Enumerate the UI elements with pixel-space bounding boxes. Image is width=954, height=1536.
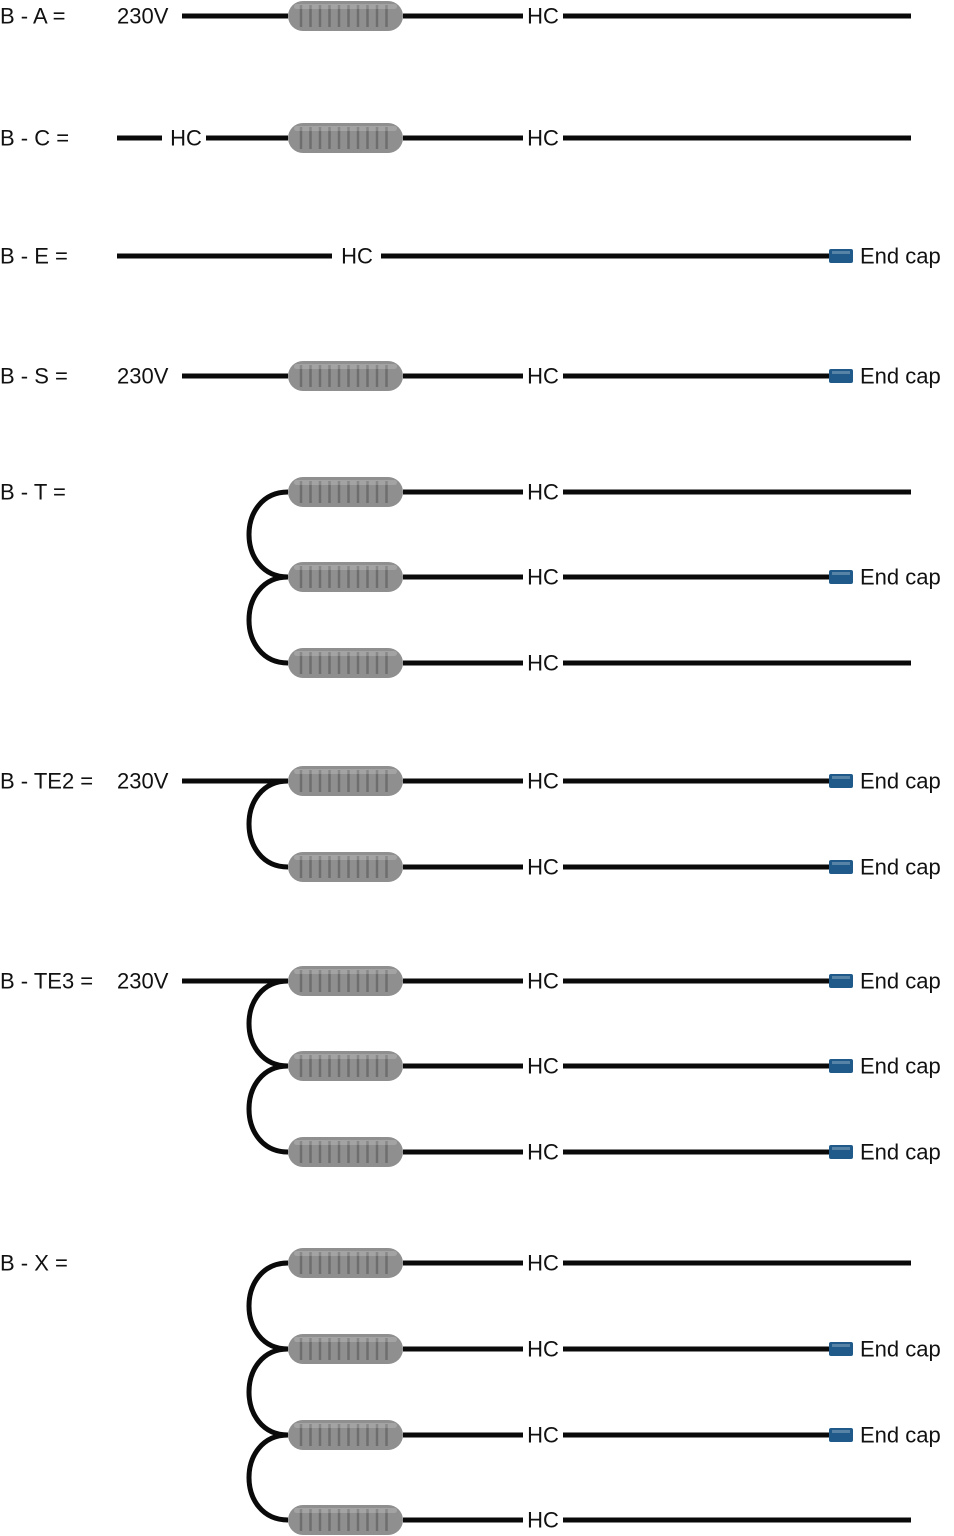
end-cap-icon — [829, 1428, 853, 1442]
hc-label: HC — [527, 1423, 559, 1448]
splice-connector-icon — [288, 1, 403, 31]
loop-wire — [246, 1063, 289, 1155]
hc-label: HC — [527, 1508, 559, 1533]
configuration-name: B - X = — [0, 1251, 68, 1276]
loop-wire — [246, 1346, 289, 1438]
hc-label: HC — [527, 651, 559, 676]
hc-label: HC — [527, 565, 559, 590]
splice-connector-icon — [288, 1334, 403, 1364]
splice-connector-icon — [288, 477, 403, 507]
configuration-name: B - T = — [0, 480, 66, 505]
hc-label: HC — [527, 1140, 559, 1165]
hc-label: HC — [527, 1251, 559, 1276]
configuration-name: B - S = — [0, 364, 68, 389]
configuration-row: B - C = HC HC — [0, 123, 911, 153]
end-cap-icon — [829, 249, 853, 263]
voltage-label: 230V — [117, 4, 169, 29]
hc-label: HC — [527, 1337, 559, 1362]
configuration-name: B - TE2 = — [0, 769, 93, 794]
splice-connector-icon — [288, 966, 403, 996]
end-cap-label: End cap — [860, 769, 941, 794]
end-cap-icon — [829, 369, 853, 383]
configuration-name: B - C = — [0, 126, 69, 151]
loop-wire — [246, 1432, 289, 1523]
end-cap-icon — [829, 570, 853, 584]
voltage-label: 230V — [117, 769, 169, 794]
splice-connector-icon — [288, 1505, 403, 1535]
configuration-name: B - E = — [0, 244, 68, 269]
hc-label: HC — [527, 4, 559, 29]
end-cap-icon — [829, 1342, 853, 1356]
hc-label: HC — [527, 855, 559, 880]
splice-connector-icon — [288, 766, 403, 796]
end-cap-label: End cap — [860, 244, 941, 269]
loop-wire — [246, 778, 289, 870]
end-cap-label: End cap — [860, 565, 941, 590]
hc-label: HC — [527, 1054, 559, 1079]
end-cap-icon — [829, 1059, 853, 1073]
splice-connector-icon — [288, 1051, 403, 1081]
end-cap-icon — [829, 974, 853, 988]
end-cap-label: End cap — [860, 855, 941, 880]
configuration-row: B - A = 230V HC — [0, 1, 911, 31]
end-cap-icon — [829, 860, 853, 874]
hc-label: HC — [341, 244, 373, 269]
splice-connector-icon — [288, 852, 403, 882]
configuration-row: B - E = HC End cap — [0, 244, 941, 269]
splice-connector-icon — [288, 123, 403, 153]
splice-connector-icon — [288, 562, 403, 592]
end-cap-label: End cap — [860, 1423, 941, 1448]
splice-connector-icon — [288, 1248, 403, 1278]
hc-label: HC — [527, 769, 559, 794]
loop-wire — [246, 489, 289, 580]
hc-label: HC — [170, 126, 202, 151]
end-cap-icon — [829, 1145, 853, 1159]
end-cap-label: End cap — [860, 969, 941, 994]
hc-label: HC — [527, 969, 559, 994]
voltage-label: 230V — [117, 969, 169, 994]
configuration-row: B - S = 230V HC End cap — [0, 361, 941, 391]
end-cap-label: End cap — [860, 1140, 941, 1165]
splice-connector-icon — [288, 648, 403, 678]
loop-wire — [246, 978, 289, 1069]
end-cap-icon — [829, 774, 853, 788]
loop-wire — [246, 1260, 289, 1352]
end-cap-label: End cap — [860, 1337, 941, 1362]
hc-label: HC — [527, 126, 559, 151]
loop-wire — [246, 574, 289, 666]
splice-connector-icon — [288, 1420, 403, 1450]
splice-connector-icon — [288, 1137, 403, 1167]
hc-label: HC — [527, 364, 559, 389]
configuration-name: B - TE3 = — [0, 969, 93, 994]
hc-label: HC — [527, 480, 559, 505]
splice-connector-icon — [288, 361, 403, 391]
end-cap-label: End cap — [860, 364, 941, 389]
configuration-name: B - A = — [0, 4, 65, 29]
voltage-label: 230V — [117, 364, 169, 389]
end-cap-label: End cap — [860, 1054, 941, 1079]
